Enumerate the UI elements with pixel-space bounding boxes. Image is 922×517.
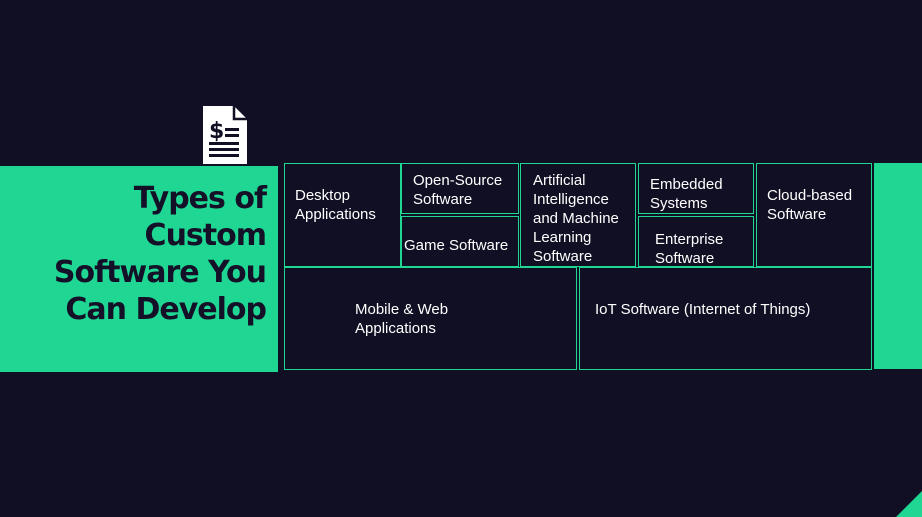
tile-embedded-systems: Embedded Systems [638,163,754,214]
title-line: Custom [144,218,267,253]
tile-enterprise-software: Enterprise Software [638,216,754,267]
tile-label: Open-Source Software [413,172,503,208]
tile-open-source-software: Open-Source Software [401,163,519,214]
svg-text:$: $ [209,119,224,144]
tile-mobile-web-applications: Mobile & Web Applications [284,267,577,370]
corner-accent-triangle [896,491,922,517]
title-line: Software You [53,255,267,290]
right-accent-bar [874,163,922,369]
tile-label: Game Software [404,237,509,254]
tile-label: Mobile & Web Applications [355,301,449,337]
tile-label: Embedded Systems [650,176,723,212]
title-line: Can Develop [65,292,267,327]
tile-ai-ml-software: Artificial Intelligence and Machine Lear… [520,163,636,267]
invoice-dollar-document-icon: $ [200,104,250,166]
slide-title: Types of Custom Software You Can Develop [6,180,267,328]
tile-label: Cloud-based Software [767,187,853,223]
tile-label: IoT Software (Internet of Things) [595,301,811,318]
tile-label: Artificial Intelligence and Machine Lear… [533,172,619,265]
tile-desktop-applications: Desktop Applications [284,163,401,267]
title-line: Types of [133,181,267,216]
tile-iot-software: IoT Software (Internet of Things) [579,267,872,370]
tile-game-software: Game Software [401,216,519,267]
tile-label: Enterprise Software [655,231,724,267]
tile-label: Desktop Applications [295,187,376,223]
title-accent-band [0,166,278,372]
tile-cloud-based-software: Cloud-based Software [756,163,872,267]
